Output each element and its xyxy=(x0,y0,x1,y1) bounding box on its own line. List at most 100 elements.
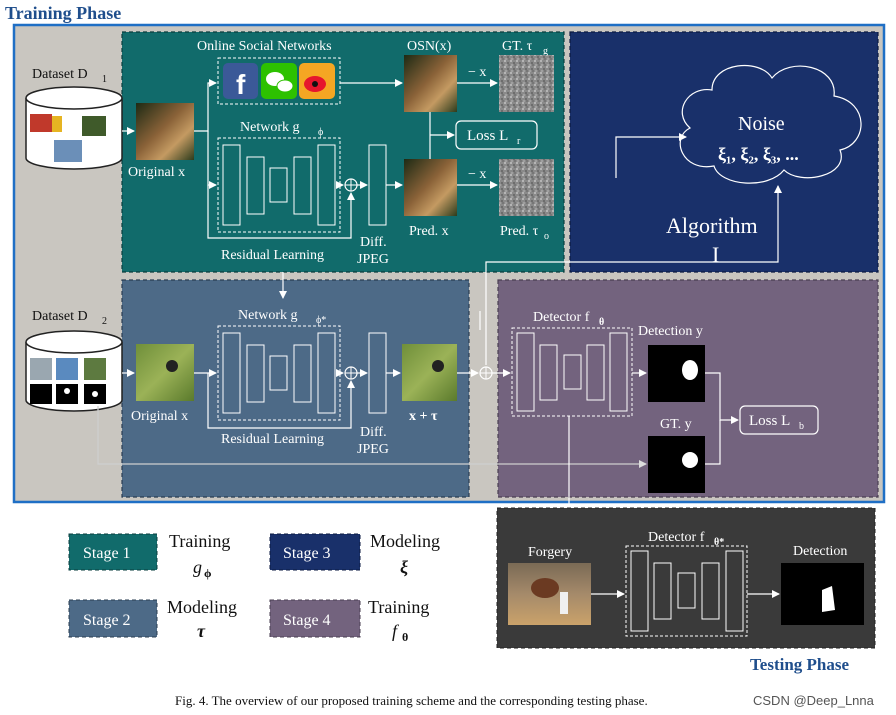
diff-jpeg-s1-b: JPEG xyxy=(357,252,389,267)
original-x-s2-label: Original x xyxy=(131,409,188,424)
stage1-panel xyxy=(121,31,565,273)
stage2-connectors xyxy=(122,369,401,429)
gt-y-blob xyxy=(682,452,698,468)
pred-x-label: Pred. x xyxy=(409,224,449,239)
forgery-object xyxy=(531,578,559,598)
network-g-box xyxy=(217,137,341,233)
residual-s1: Residual Learning xyxy=(221,248,324,263)
network-g2-sub: ϕ* xyxy=(316,315,326,326)
gt-tau-g-label: GT. τ xyxy=(502,39,533,54)
add-node-s1-cross xyxy=(345,179,357,191)
legend-stage1-desc1: Training xyxy=(169,531,230,551)
residual-s2: Residual Learning xyxy=(221,432,324,447)
stage3-panel xyxy=(569,31,879,273)
pred-tau-o-sub: o xyxy=(544,231,549,242)
osn-output-image xyxy=(404,55,457,112)
dataset-d1-label: Dataset D xyxy=(32,67,88,82)
test-detector-layers xyxy=(630,550,744,632)
osn-box xyxy=(217,57,341,105)
x-plus-tau-image xyxy=(402,344,457,401)
detector-layers xyxy=(516,332,628,412)
algorithm-label: Algorithm xyxy=(666,213,758,238)
network-g-sub: ϕ xyxy=(318,127,323,138)
database-icon xyxy=(25,86,123,170)
test-detector-label: Detector f xyxy=(648,530,705,545)
legend-stage4-desc2-sub: θ xyxy=(402,630,408,644)
legend-stage3-box xyxy=(269,533,361,571)
forgery-inserted xyxy=(560,592,568,614)
minus-x-bottom: − x xyxy=(468,167,486,182)
detection-y-blob xyxy=(682,360,698,380)
network-g2-box xyxy=(217,325,341,421)
diff-jpeg-s2-b: JPEG xyxy=(357,442,389,457)
original-image-s1 xyxy=(136,103,194,160)
x-plus-tau-label: x + τ xyxy=(409,409,438,424)
osn-output-label: OSN(x) xyxy=(407,39,452,54)
network-g-layers xyxy=(222,144,336,226)
stage4-connectors xyxy=(632,369,739,465)
network-g2-layers xyxy=(222,332,336,414)
legend-stage1-desc2-sub: ϕ xyxy=(204,566,212,580)
legend-stage2-desc2: τ xyxy=(197,621,206,641)
figure-caption: Fig. 4. The overview of our proposed tra… xyxy=(175,693,648,708)
test-detection-label: Detection xyxy=(793,544,847,559)
legend-stage4-desc1: Training xyxy=(368,597,429,617)
diff-jpeg-s1-a: Diff. xyxy=(360,235,387,250)
pred-tau-o-label: Pred. τ xyxy=(500,224,539,239)
osn-title: Online Social Networks xyxy=(197,39,332,54)
legend-stage3-desc1: Modeling xyxy=(370,531,440,551)
x-plus-tau-image-object xyxy=(432,360,444,372)
detection-y-label: Detection y xyxy=(638,324,703,339)
loss-r-label: Loss L xyxy=(467,128,508,144)
dataset-d2-sub: 2 xyxy=(102,316,107,327)
test-detector-box xyxy=(625,545,748,637)
database-icon xyxy=(25,330,123,412)
detector-label: Detector f xyxy=(533,310,590,325)
diff-jpeg-s2-a: Diff. xyxy=(360,425,387,440)
gt-tau-g-sub: g xyxy=(543,46,548,57)
detector-box xyxy=(511,327,633,417)
weibo-icon xyxy=(299,63,335,99)
dataset-d1: Dataset D 1 xyxy=(25,67,123,170)
training-phase-title: Training Phase xyxy=(5,3,121,23)
loss-r-box xyxy=(455,120,538,150)
loss-b-box xyxy=(739,405,819,435)
original-x-s1-label: Original x xyxy=(128,165,185,180)
legend-stage1: Stage 1 xyxy=(83,545,131,562)
legend-stage1-box xyxy=(68,533,158,571)
network-g-label: Network g xyxy=(240,120,300,135)
loss-r-sub: r xyxy=(517,136,521,147)
algorithm-num: I xyxy=(712,242,719,267)
watermark: CSDN @Deep_Lnna xyxy=(753,693,875,708)
legend-stage2-box xyxy=(68,599,158,638)
testing-phase-title: Testing Phase xyxy=(750,655,849,674)
wechat-icon xyxy=(261,63,297,99)
legend-stage2: Stage 2 xyxy=(83,612,131,629)
legend-stage4-desc2: f xyxy=(392,621,400,641)
legend-stage1-desc2: g xyxy=(193,557,202,577)
legend-stage4: Stage 4 xyxy=(283,612,331,629)
legend-stage2-desc1: Modeling xyxy=(167,597,237,617)
detector-sub: θ xyxy=(599,317,604,328)
legend-stage3: Stage 3 xyxy=(283,545,331,562)
facebook-icon: f xyxy=(223,63,258,100)
network-g2-label: Network g xyxy=(238,308,298,323)
dataset-d1-sub: 1 xyxy=(102,74,107,85)
gt-tau-g-image xyxy=(499,55,554,112)
noise-title: Noise xyxy=(738,113,785,135)
minus-x-top: − x xyxy=(468,65,486,80)
original-image-s2 xyxy=(136,344,194,401)
dataset-d2: Dataset D 2 xyxy=(25,309,123,412)
add-node-s2-cross xyxy=(345,367,357,379)
test-detector-sub: θ* xyxy=(714,537,724,548)
pred-tau-o-image xyxy=(499,159,554,216)
legend: Stage 1 Training g ϕ Stage 3 Modeling ξ … xyxy=(68,531,440,644)
legend-stage4-box xyxy=(269,599,361,638)
svg-text:f: f xyxy=(236,69,246,100)
forgery-label: Forgery xyxy=(528,545,572,560)
dataset-d2-label: Dataset D xyxy=(32,309,88,324)
legend-stage3-desc2: ξ xyxy=(400,557,408,578)
loss-b-label: Loss L xyxy=(749,413,790,429)
original-image-s2-object xyxy=(166,360,178,372)
